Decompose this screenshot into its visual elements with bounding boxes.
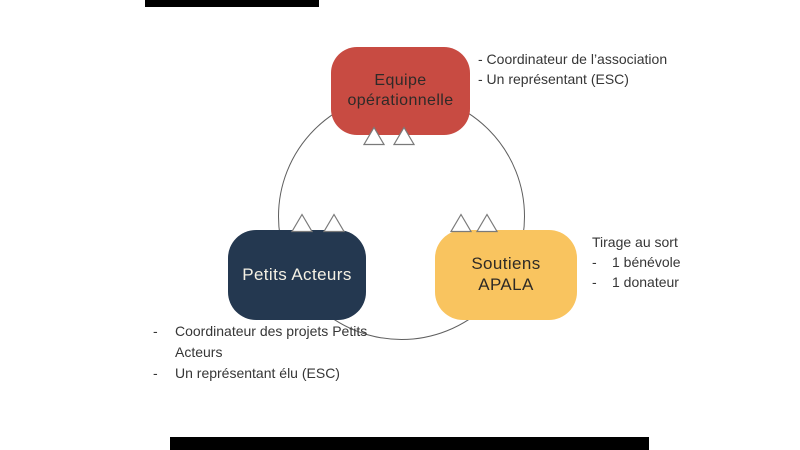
node-equipe-operationnelle: Equipe opérationnelle xyxy=(331,47,470,135)
annotation-soutiens-item1-text: 1 bénévole xyxy=(612,254,681,270)
node-soutiens-apala: Soutiens APALA xyxy=(435,230,577,320)
node-soutiens-label-line2: APALA xyxy=(478,275,534,294)
annotation-petits-item: - Un représentant élu (ESC) xyxy=(153,363,385,384)
node-equipe-label-line2: opérationnelle xyxy=(347,92,454,109)
annotation-petits: - Coordinateur des projets Petits Acteur… xyxy=(153,321,385,384)
up-triangle-icon xyxy=(393,126,415,146)
node-equipe-label-line1: Equipe xyxy=(374,72,427,90)
annotation-soutiens-item: - 1 bénévole xyxy=(592,252,681,272)
up-triangle-icon xyxy=(476,213,498,233)
node-petits-acteurs: Petits Acteurs xyxy=(228,230,366,320)
bullet-dash: - xyxy=(153,323,158,339)
redacted-title-bar xyxy=(145,0,319,7)
bullet-dash: - xyxy=(153,365,158,381)
annotation-equipe-line1: - Coordinateur de l’association xyxy=(478,51,668,67)
annotation-soutiens-title: Tirage au sort xyxy=(592,234,678,250)
annotation-petits-item1-text: Coordinateur des projets Petits Acteurs xyxy=(175,323,368,360)
annotation-petits-item2-text: Un représentant élu (ESC) xyxy=(175,365,340,381)
annotation-petits-item: - Coordinateur des projets Petits Acteur… xyxy=(153,321,385,363)
up-triangle-icon xyxy=(450,213,472,233)
up-triangle-icon xyxy=(323,213,345,233)
annotation-equipe: - Coordinateur de l’association - Un rep… xyxy=(478,49,667,89)
up-triangle-icon xyxy=(363,126,385,146)
annotation-soutiens: Tirage au sort - 1 bénévole - 1 donateur xyxy=(592,232,681,292)
annotation-soutiens-item2-text: 1 donateur xyxy=(612,274,679,290)
redacted-footer-bar xyxy=(170,437,649,450)
node-equipe-label: Equipe opérationnelle xyxy=(347,71,453,110)
annotation-soutiens-item: - 1 donateur xyxy=(592,272,681,292)
up-triangle-icon xyxy=(291,213,313,233)
bullet-dash: - xyxy=(592,274,597,290)
bullet-dash: - xyxy=(592,254,597,270)
node-soutiens-label-line1: Soutiens xyxy=(471,254,541,274)
node-soutiens-label: Soutiens APALA xyxy=(471,254,540,295)
node-petits-label: Petits Acteurs xyxy=(242,264,352,284)
annotation-equipe-line2: - Un représentant (ESC) xyxy=(478,71,629,87)
